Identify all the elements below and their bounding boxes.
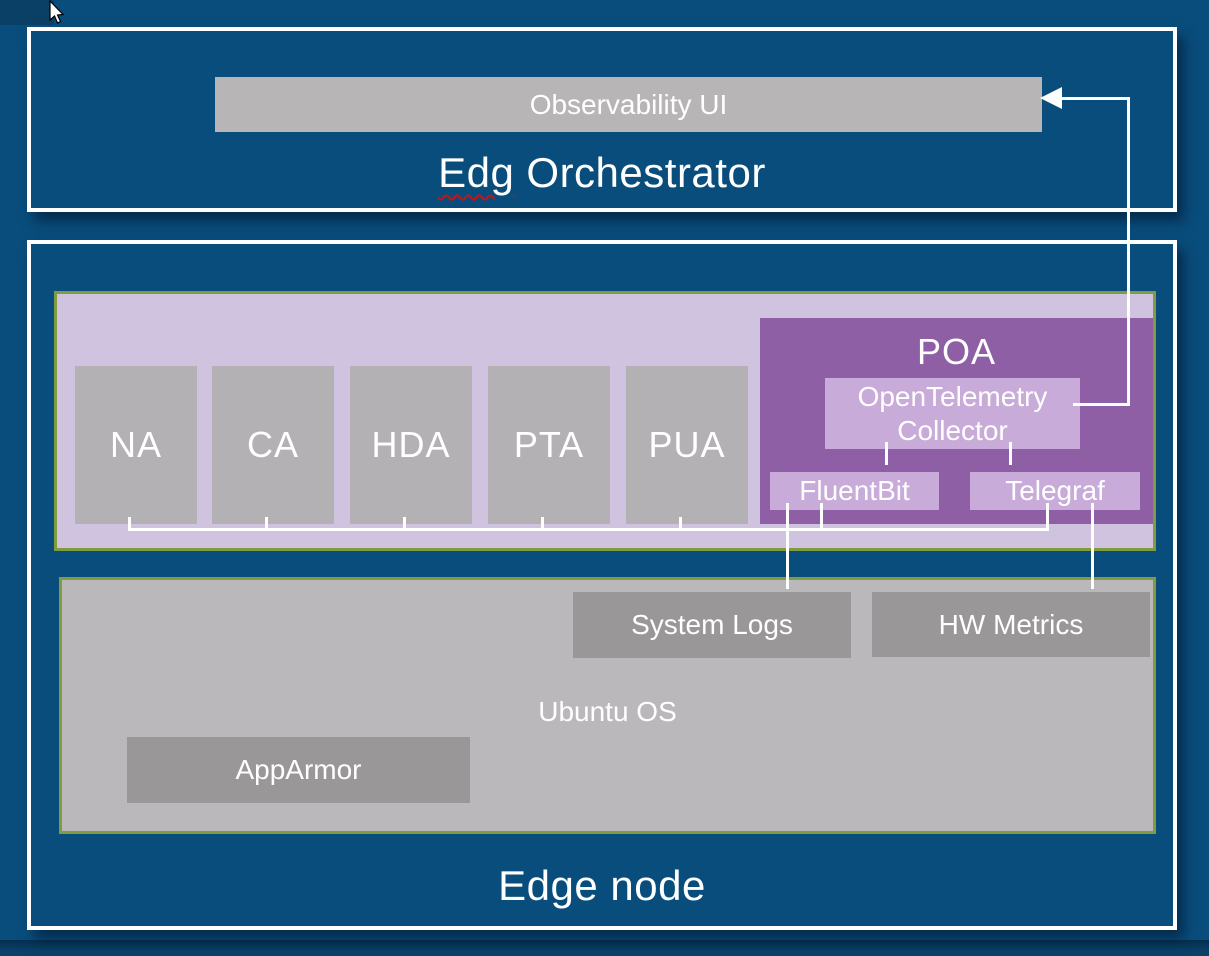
agent-ca-label: CA [246,424,299,465]
orchestrator-title-word-misspelled: Edg [438,149,515,196]
agent-na-label: NA [109,424,162,465]
system-logs-box: System Logs [573,592,851,658]
hw-metrics-label: HW Metrics [938,608,1084,640]
edge-node-title: Edge node [498,862,706,909]
agent-box-hda: HDA [350,366,472,524]
agent-pta-label: PTA [513,424,585,465]
ubuntu-os-box: System Logs HW Metrics Ubuntu OS AppArmo… [59,577,1156,834]
system-logs-label: System Logs [631,609,793,640]
telegraf-label: Telegraf [1005,475,1105,506]
telegraf-box: Telegraf [970,472,1140,510]
hw-metrics-box: HW Metrics [872,592,1150,657]
agent-box-pua: PUA [626,366,748,524]
agent-pua-label: PUA [648,424,726,465]
agent-box-pta: PTA [488,366,610,524]
observability-ui-label: Observability UI [529,88,728,120]
orchestrator-title-word2: Orchestrator [526,149,766,196]
ubuntu-os-label: Ubuntu OS [538,696,677,727]
poa-box: POA OpenTelemetry Collector FluentBit Te… [760,318,1153,524]
poa-label: POA [916,331,997,372]
mouse-cursor-icon [49,0,65,24]
outside-slide-corner [0,0,54,25]
agent-box-na: NA [75,366,197,524]
apparmor-label: AppArmor [235,754,362,785]
opentelemetry-collector-label: OpenTelemetry Collector [857,380,1048,446]
agent-hda-label: HDA [371,424,451,465]
opentelemetry-collector-box: OpenTelemetry Collector [825,378,1080,449]
edge-node-container: NA CA HDA PTA PUA POA OpenTelemetry Coll… [27,240,1177,930]
apparmor-box: AppArmor [127,737,470,803]
fluentbit-box: FluentBit [770,472,939,510]
outside-slide-bottom-strip [0,940,1209,956]
agents-panel: NA CA HDA PTA PUA POA OpenTelemetry Coll… [54,291,1156,551]
observability-ui-box: Observability UI [215,77,1042,132]
agent-box-ca: CA [212,366,334,524]
fluentbit-label: FluentBit [799,475,910,506]
